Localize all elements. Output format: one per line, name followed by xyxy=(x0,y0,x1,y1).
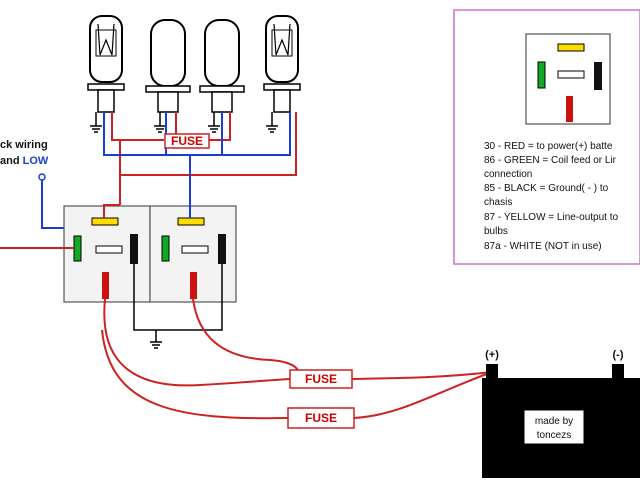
legend-lines: 30 - RED = to power(+) batte 86 - GREEN … xyxy=(484,141,619,252)
fuse-top-label: FUSE xyxy=(171,134,203,148)
relay-ground-wiring xyxy=(133,264,223,349)
bulb-2 xyxy=(145,19,191,113)
bulb-1 xyxy=(87,15,125,113)
relay-right xyxy=(149,205,237,303)
legend-line: connection xyxy=(484,169,532,180)
battery-feed-wires xyxy=(101,298,493,420)
fuse-middle: FUSE xyxy=(289,369,353,389)
relay-left-output-wire xyxy=(103,204,120,218)
legend-panel: 30 - RED = to power(+) batte 86 - GREEN … xyxy=(453,9,640,265)
battery-negative-label: (-) xyxy=(613,349,624,361)
bulb-blue-wires xyxy=(103,112,291,205)
battery: made by toncezs xyxy=(482,364,640,478)
battery-caption-line1: made by xyxy=(535,416,573,427)
fuse-top: FUSE xyxy=(164,133,210,149)
legend-line: 87a - WHITE (NOT in use) xyxy=(484,241,602,252)
wiring-label-line1: ck wiring xyxy=(0,139,48,151)
battery-caption-line2: toncezs xyxy=(537,430,571,441)
bulb-4 xyxy=(263,15,301,113)
legend-line: 30 - RED = to power(+) batte xyxy=(484,141,613,152)
fuse-bottom: FUSE xyxy=(287,407,355,429)
wiring-label-low: LOW xyxy=(23,155,49,167)
legend-line: 87 - YELLOW = Line-output to xyxy=(484,212,619,223)
wiring-label-and: and xyxy=(0,155,23,167)
wiring-label-line2: and LOW xyxy=(0,155,49,167)
legend-line: 85 - BLACK = Ground( - ) to xyxy=(484,183,609,194)
bulb-ground-symbols xyxy=(90,112,278,133)
battery-positive-label: (+) xyxy=(485,349,499,361)
relay-left xyxy=(63,205,151,303)
bulb-3 xyxy=(199,19,245,113)
legend-line: chasis xyxy=(484,197,512,208)
fuse-bottom-label: FUSE xyxy=(305,411,337,425)
fuse-middle-label: FUSE xyxy=(305,372,337,386)
legend-line: 86 - GREEN = Coil feed or Lir xyxy=(484,155,617,166)
legend-line: bulbs xyxy=(484,226,508,237)
